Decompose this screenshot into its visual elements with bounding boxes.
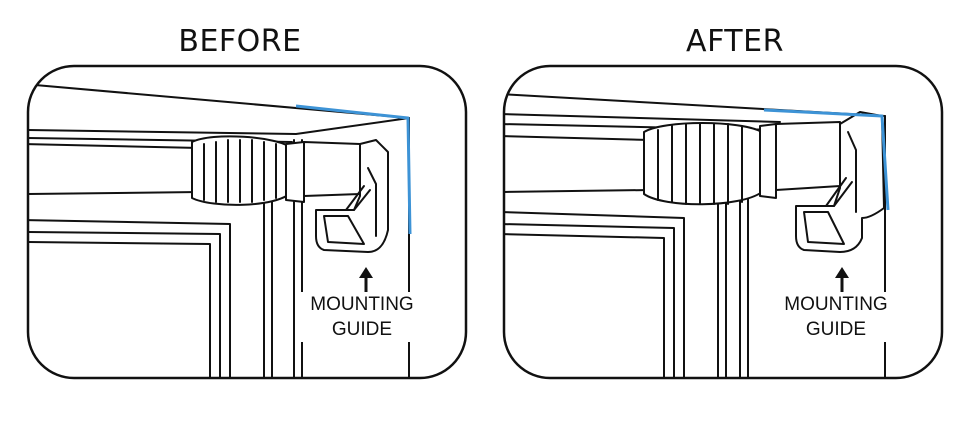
before-mounting-guide-label: MOUNTING GUIDE (297, 292, 427, 342)
before-title: BEFORE (40, 22, 440, 62)
curtain-rod (500, 136, 650, 192)
arrow-up-icon (359, 267, 373, 292)
rod-grip (644, 123, 762, 204)
after-mounting-guide-label: MOUNTING GUIDE (771, 292, 901, 342)
curtain-rod (24, 144, 200, 194)
frame-top (500, 114, 780, 122)
rod-end-cap (304, 142, 360, 196)
arrow-up-icon (835, 267, 849, 292)
before-label-line2: GUIDE (297, 317, 427, 342)
before-label-line1: MOUNTING (297, 292, 427, 317)
after-label-line1: MOUNTING (771, 292, 901, 317)
after-title: AFTER (535, 22, 935, 62)
after-label-line2: GUIDE (771, 317, 901, 342)
rod-end-cap (776, 122, 840, 190)
frame-top (24, 118, 409, 134)
